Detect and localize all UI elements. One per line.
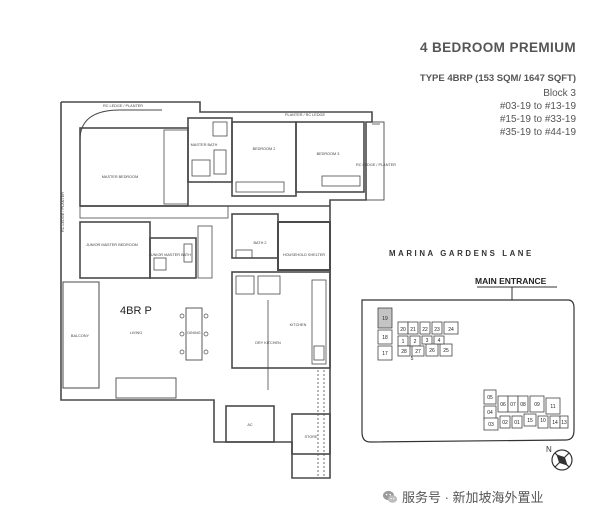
block-label: 19 <box>382 316 388 322</box>
block-label: 05 <box>487 395 493 401</box>
block-label: 5 <box>411 356 414 362</box>
street-name: MARINA GARDENS LANE <box>389 249 534 258</box>
block-label: 28 <box>401 349 407 355</box>
block-label: 08 <box>520 402 526 408</box>
block-number: Block 3 <box>543 88 576 99</box>
sofa <box>115 377 177 399</box>
block-19-highlight <box>377 307 393 329</box>
block-label: 06 <box>500 402 506 408</box>
ac-ledge <box>225 405 275 443</box>
label-balcony: BALCONY <box>71 334 90 338</box>
unit-range-2: #15-19 to #33-19 <box>499 114 576 125</box>
junior-bath-walls <box>149 237 197 279</box>
block-label: 17 <box>382 351 388 357</box>
label-ledge-top-left: RC LEDGE / PLANTER <box>103 104 143 108</box>
block-label: 24 <box>448 327 454 333</box>
right-ledge <box>365 121 385 201</box>
bedroom-3-walls <box>295 121 365 193</box>
label-dry-kitchen: DRY KITCHEN <box>255 341 281 345</box>
household-shelter-walls <box>277 221 331 271</box>
main-entrance-label: MAIN ENTRANCE <box>475 276 547 286</box>
balcony-walls <box>62 281 100 389</box>
unit-range-1: #03-19 to #13-19 <box>499 101 576 112</box>
plan-title: 4 BEDROOM PREMIUM <box>419 40 576 55</box>
block-label: 1 <box>402 339 405 345</box>
block-label: 15 <box>527 418 533 424</box>
label-kitchen: KITCHEN <box>290 323 307 327</box>
block-label: 02 <box>502 420 508 426</box>
store-walls <box>291 413 331 455</box>
block-label: 26 <box>429 348 435 354</box>
block-label: 03 <box>488 422 494 428</box>
block-label: 04 <box>487 410 493 416</box>
footer-text: 服务号 · 新加坡海外置业 <box>402 490 544 505</box>
label-bath-2: BATH 2 <box>253 241 266 245</box>
block-label: 13 <box>561 420 567 426</box>
block-label: 10 <box>540 418 546 424</box>
label-ledge-left: RC LEDGE / PLANTER <box>61 192 65 232</box>
label-bedroom-3: BEDROOM 3 <box>317 152 340 156</box>
wechat-icon <box>383 490 398 503</box>
label-household-shelter: HOUSEHOLD SHELTER <box>283 253 326 257</box>
label-bedroom-2: BEDROOM 2 <box>253 147 276 151</box>
block-label: 09 <box>534 402 540 408</box>
block-label: 22 <box>422 327 428 333</box>
outer-wall <box>60 101 373 479</box>
label-dining: DINING <box>187 331 200 335</box>
block-label: 01 <box>514 420 520 426</box>
applicable-units: Block 3 #03-19 to #13-19 #15-19 to #33-1… <box>500 87 576 139</box>
label-junior-bath: JUNIOR MASTER BATH <box>149 253 191 257</box>
block-label: 21 <box>410 327 416 333</box>
kitchen-walls <box>231 271 331 369</box>
block-label: 4 <box>438 338 441 344</box>
svg-text:N: N <box>546 445 552 454</box>
block-label: 11 <box>550 404 555 410</box>
label-store: STORE <box>304 435 317 439</box>
block-label: 14 <box>552 420 558 426</box>
label-master-bedroom: MASTER BEDROOM <box>102 175 139 179</box>
block-label: 07 <box>510 402 516 408</box>
block-label: 3 <box>426 338 429 344</box>
label-ac-ledge: AC <box>247 423 253 427</box>
block-label: 20 <box>400 327 406 333</box>
block-label: 25 <box>443 348 449 354</box>
label-ledge-right: RC LEDGE / PLANTER <box>356 163 396 167</box>
label-junior-master: JUNIOR MASTER BEDROOM <box>86 243 138 247</box>
site-boundary <box>361 299 575 443</box>
block-label: 18 <box>382 335 388 341</box>
footer-watermark: 服务号 · 新加坡海外置业 <box>382 487 544 506</box>
dining-table <box>185 307 203 361</box>
label-master-bath: MASTER BATH <box>191 143 218 147</box>
unit-range-3: #35-19 to #44-19 <box>499 127 576 138</box>
block-label: 23 <box>434 327 440 333</box>
block-label: 27 <box>415 349 421 355</box>
label-living: LIVING <box>130 331 142 335</box>
unit-type-size: TYPE 4BRP (153 SQM/ 1647 SQFT) <box>419 73 576 84</box>
compass-icon: N <box>546 445 573 471</box>
unit-label: 4BR P <box>120 305 152 317</box>
block-label: 2 <box>414 339 417 345</box>
label-ledge-top-mid: PLANTER / RC LEDGE <box>285 113 326 117</box>
